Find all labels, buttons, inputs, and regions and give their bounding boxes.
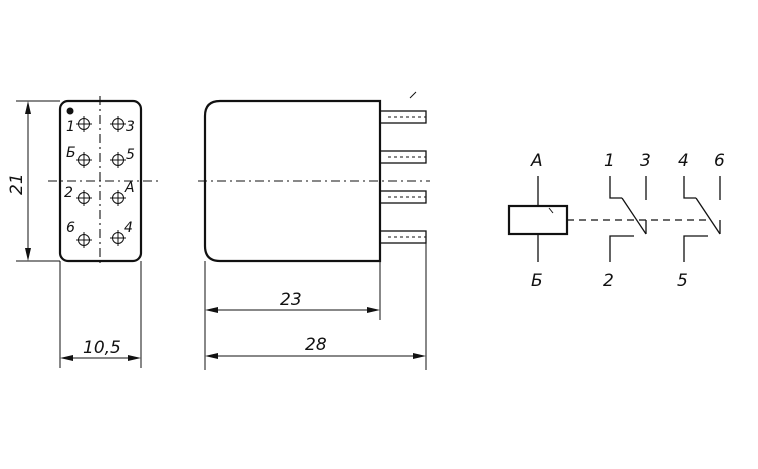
coil-label-a: А <box>530 151 543 171</box>
pin-6 <box>76 232 92 248</box>
contact-group-1 <box>609 176 647 262</box>
pin-1 <box>76 116 92 132</box>
coil <box>507 204 569 236</box>
contact-label-4: 4 <box>678 151 689 171</box>
side-view: 23 28 <box>198 91 430 370</box>
pin-label-2: 2 <box>64 185 73 201</box>
side-body <box>203 99 382 263</box>
contact-label-2: 2 <box>603 271 614 291</box>
contact-label-5: 5 <box>677 271 688 291</box>
height-arrow-top <box>25 101 31 114</box>
front-view: 1 3 Б 5 2 А 6 4 21 10,5 <box>7 96 160 368</box>
body-length-arrow-left <box>205 307 218 313</box>
pin-3 <box>110 116 126 132</box>
total-length-label: 28 <box>305 335 327 355</box>
height-arrow-bottom <box>25 248 31 261</box>
pin-5 <box>110 152 126 168</box>
schematic: А Б 1 3 2 4 6 5 <box>507 151 725 291</box>
coil-label-b: Б <box>531 271 543 291</box>
pin-label-5: 5 <box>126 147 135 163</box>
width-label: 10,5 <box>83 338 121 358</box>
total-length-arrow-left <box>205 353 218 359</box>
terminal-1 <box>379 110 427 124</box>
body-length-label: 23 <box>280 290 302 310</box>
key-dot <box>66 107 74 115</box>
terminal-tick <box>409 91 417 99</box>
pin-label-a: А <box>124 180 135 196</box>
contact-label-3: 3 <box>640 151 651 171</box>
width-arrow-left <box>60 355 73 361</box>
pin-label-b: Б <box>66 145 76 161</box>
height-label: 21 <box>7 173 27 195</box>
total-length-arrow-right <box>413 353 426 359</box>
terminal-4 <box>379 230 427 244</box>
terminal-2 <box>379 150 427 164</box>
pin-label-1: 1 <box>66 119 75 135</box>
pin-a <box>110 190 126 206</box>
body-length-arrow-right <box>367 307 380 313</box>
contact-label-6: 6 <box>714 151 725 171</box>
pin-4 <box>110 230 126 246</box>
pin-label-4: 4 <box>124 220 133 236</box>
width-arrow-right <box>128 355 141 361</box>
contact-label-1: 1 <box>604 151 615 171</box>
pin-b <box>76 152 92 168</box>
pin-label-6: 6 <box>66 220 75 236</box>
pin-2 <box>76 190 92 206</box>
contact-group-2 <box>683 176 721 262</box>
pin-label-3: 3 <box>126 119 135 135</box>
coil-mark <box>548 207 554 214</box>
terminal-3 <box>379 190 427 204</box>
